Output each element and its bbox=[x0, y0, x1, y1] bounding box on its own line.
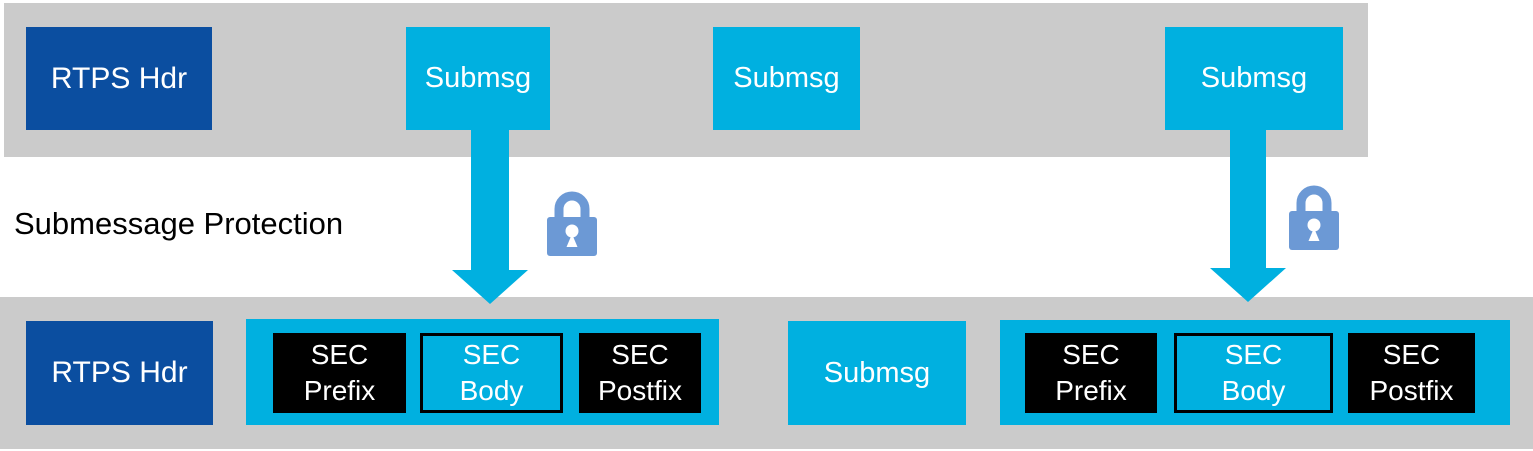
submsg-label: Submsg bbox=[823, 356, 931, 389]
submsg-box-top-2: Submsg bbox=[713, 27, 860, 130]
sec-body-line2: Body bbox=[459, 375, 524, 406]
sec-body-box: SEC Body bbox=[420, 333, 563, 413]
secured-submsg-container-1: SEC Prefix SEC Body SEC Postfix bbox=[246, 319, 719, 425]
sec-prefix-box: SEC Prefix bbox=[1025, 333, 1157, 413]
sec-prefix-line2: Prefix bbox=[1055, 375, 1127, 406]
submsg-label: Submsg bbox=[424, 62, 532, 94]
sec-body-line1: SEC bbox=[1224, 338, 1283, 370]
rtps-header-label: RTPS Hdr bbox=[51, 356, 188, 389]
down-arrow-icon bbox=[1210, 130, 1286, 302]
rtps-header-label: RTPS Hdr bbox=[50, 61, 188, 95]
submessage-protection-label: Submessage Protection bbox=[14, 206, 344, 241]
sec-postfix-box: SEC Postfix bbox=[1348, 333, 1475, 413]
rtps-header-box-top: RTPS Hdr bbox=[26, 27, 212, 130]
secured-submsg-container-2: SEC Prefix SEC Body SEC Postfix bbox=[1000, 320, 1510, 425]
sec-prefix-line2: Prefix bbox=[303, 375, 376, 406]
submsg-box-top-3: Submsg bbox=[1165, 27, 1343, 130]
sec-postfix-line2: Postfix bbox=[1369, 375, 1454, 406]
rtps-header-box-bottom: RTPS Hdr bbox=[26, 321, 213, 425]
submsg-label: Submsg bbox=[733, 62, 840, 94]
down-arrow-icon bbox=[452, 130, 528, 304]
submsg-label: Submsg bbox=[1200, 62, 1308, 94]
sec-prefix-box: SEC Prefix bbox=[273, 333, 406, 413]
sec-postfix-box: SEC Postfix bbox=[579, 333, 701, 413]
sec-postfix-line2: Postfix bbox=[597, 375, 683, 406]
lock-icon bbox=[547, 191, 597, 256]
sec-body-box: SEC Body bbox=[1174, 333, 1333, 413]
submsg-box-bottom: Submsg bbox=[788, 321, 966, 425]
sec-postfix-line1: SEC bbox=[611, 338, 669, 370]
top-rtps-message-band bbox=[4, 3, 1368, 157]
sec-prefix-line1: SEC bbox=[1062, 338, 1120, 370]
sec-body-line2: Body bbox=[1221, 375, 1286, 406]
sec-prefix-line1: SEC bbox=[310, 338, 369, 370]
sec-postfix-line1: SEC bbox=[1382, 338, 1441, 370]
submsg-box-top-1: Submsg bbox=[406, 27, 550, 130]
sec-body-line1: SEC bbox=[462, 338, 521, 370]
lock-icon bbox=[1289, 185, 1339, 250]
